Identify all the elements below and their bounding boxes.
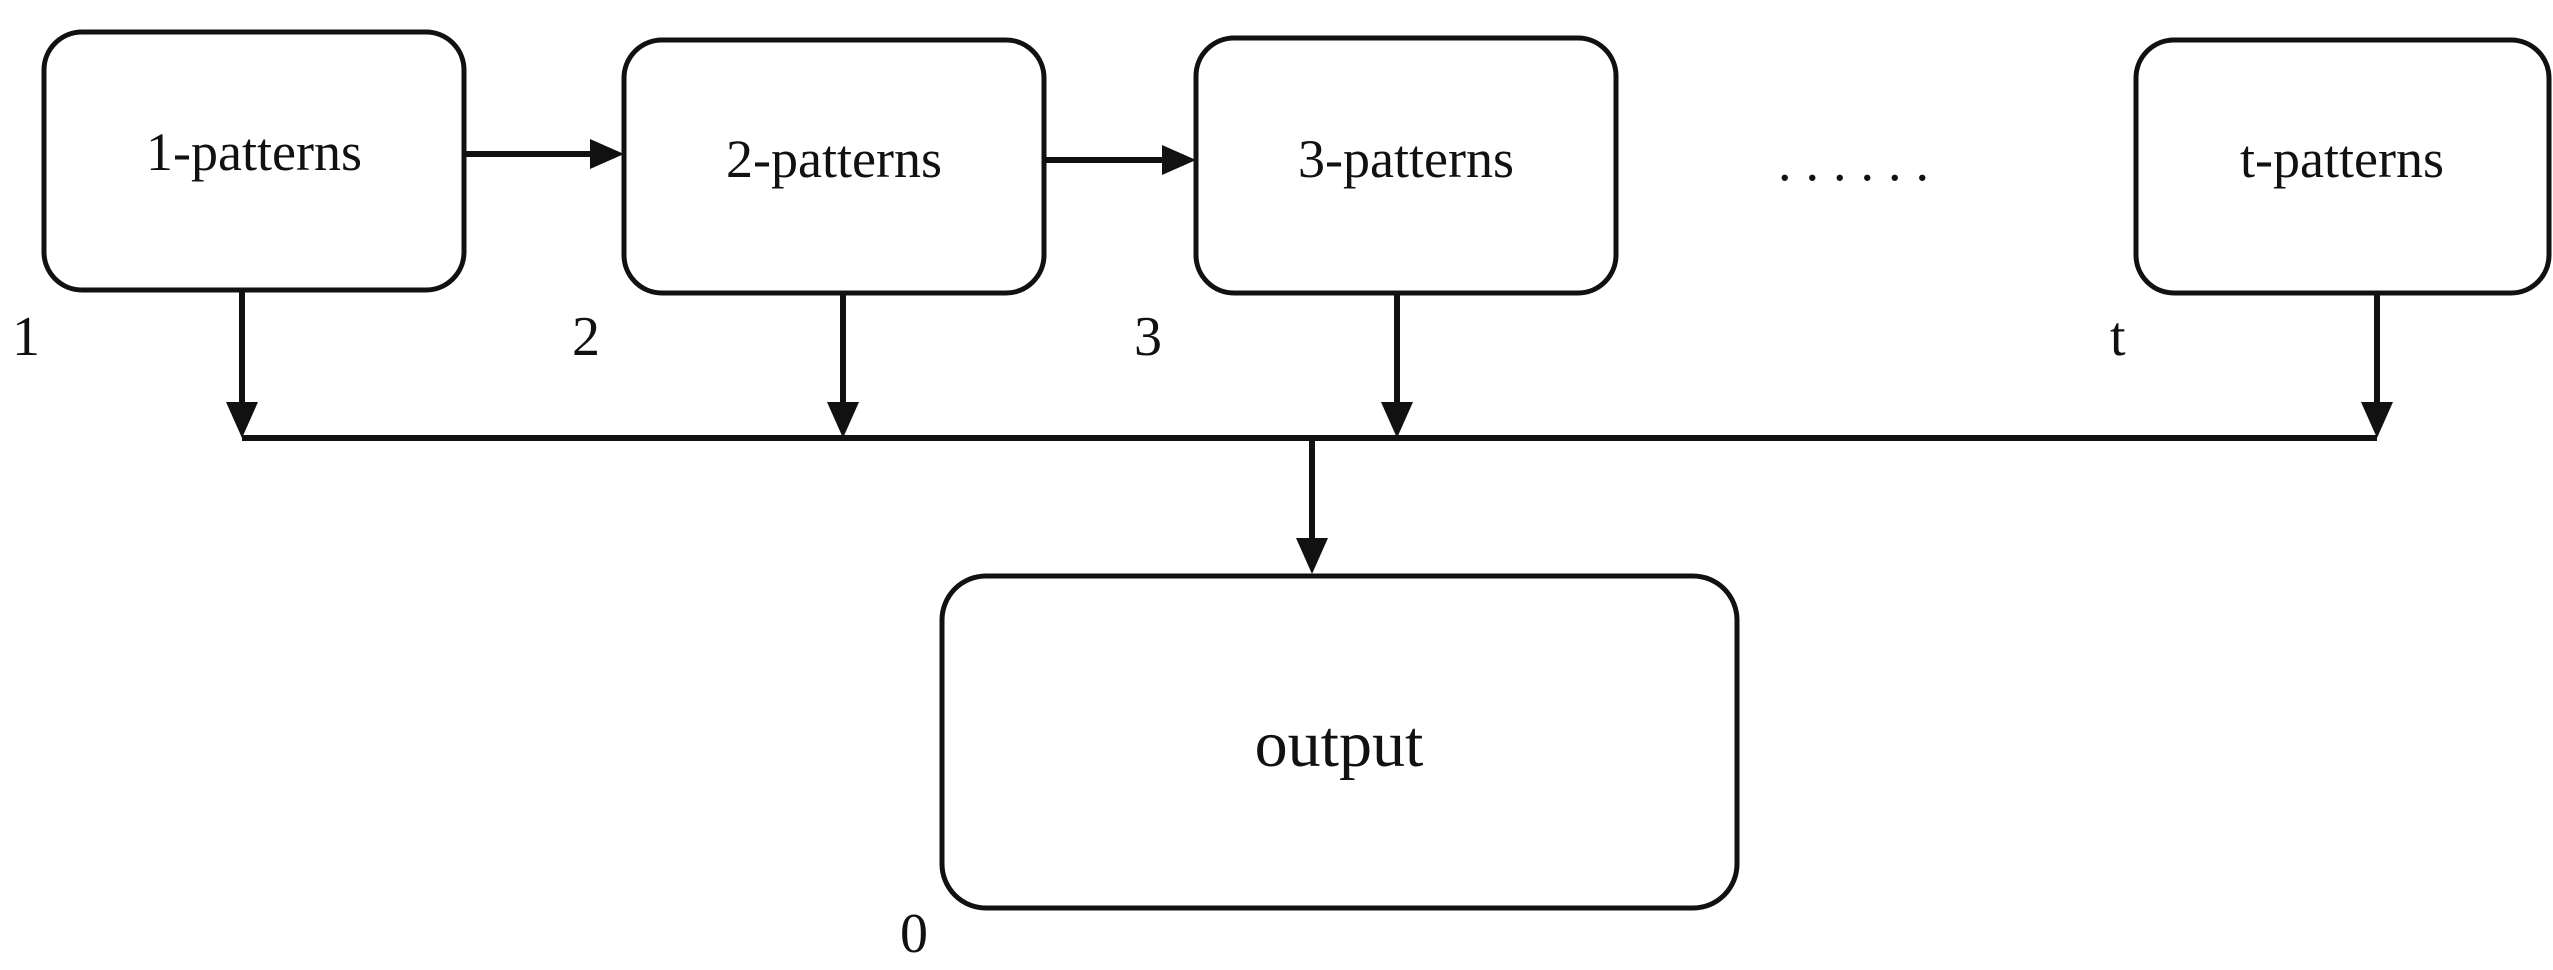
- step-label-0: 0: [900, 903, 928, 965]
- step-label-t: t: [2110, 306, 2126, 368]
- edge-t-to-bus: [2361, 295, 2393, 438]
- step-label-1: 1: [12, 306, 40, 368]
- arrowhead-down: [827, 402, 859, 438]
- node-3-patterns: 3-patterns: [1193, 35, 1619, 296]
- node-2-patterns-box: [621, 37, 1047, 296]
- step-label-3: 3: [1134, 306, 1162, 368]
- node-t-patterns-box: [2133, 37, 2552, 296]
- edge-1-to-2: [466, 139, 624, 169]
- node-output: output: [939, 573, 1740, 911]
- node-output-label: output: [1255, 708, 1424, 781]
- node-3-patterns-label: 3-patterns: [1298, 129, 1514, 189]
- arrowhead-down: [1296, 538, 1328, 574]
- node-output-box: [939, 573, 1740, 911]
- step-label-2: 2: [572, 306, 600, 368]
- edge-bus-to-output: [1296, 438, 1328, 574]
- edge-1-to-bus: [226, 292, 258, 438]
- edge-2-to-3: [1046, 145, 1196, 175]
- arrowhead-down: [226, 402, 258, 438]
- arrowhead-down: [2361, 402, 2393, 438]
- ellipsis: ......: [1778, 132, 1943, 192]
- node-1-patterns-label: 1-patterns: [146, 122, 362, 182]
- edge-3-to-bus: [1381, 295, 1413, 438]
- arrowhead-right: [590, 139, 624, 169]
- node-3-patterns-box: [1193, 35, 1619, 296]
- node-2-patterns-label: 2-patterns: [726, 129, 942, 189]
- edge-2-to-bus: [827, 295, 859, 438]
- node-1-patterns: 1-patterns: [41, 29, 467, 293]
- arrowhead-right: [1162, 145, 1196, 175]
- node-1-patterns-box: [41, 29, 467, 293]
- node-t-patterns-label: t-patterns: [2240, 129, 2444, 189]
- node-2-patterns: 2-patterns: [621, 37, 1047, 296]
- arrowhead-down: [1381, 402, 1413, 438]
- node-t-patterns: t-patterns: [2133, 37, 2552, 296]
